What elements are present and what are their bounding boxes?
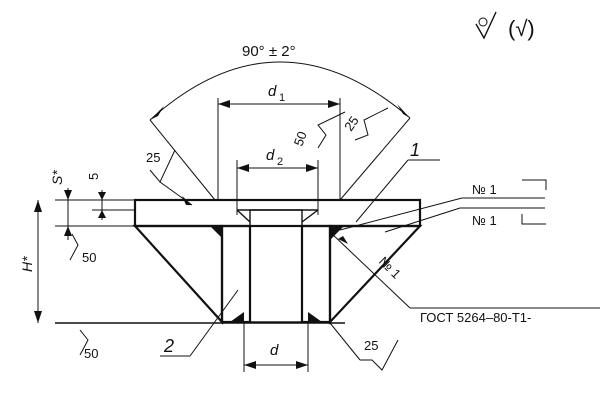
d2-subscript: 2 — [277, 156, 283, 168]
h-label: H* — [19, 256, 35, 272]
s-dimension: S* 5 — [49, 170, 135, 240]
roughness-value-25-top: 25 — [341, 113, 362, 133]
five-label: 5 — [86, 173, 101, 180]
roughness-value-25-bottom: 25 — [364, 338, 378, 353]
part-number-2: 2 — [163, 336, 174, 356]
roughness-value-50-top: 50 — [291, 129, 310, 148]
roughness-top-left: 25 — [146, 149, 193, 206]
roughness-bracket-symbol: (√) — [508, 16, 535, 41]
angle-dimension: 90° ± 2° — [149, 43, 411, 201]
roughness-side-left: 50 — [69, 233, 96, 265]
part-number-1: 1 — [410, 140, 420, 160]
d1-label: d — [268, 83, 277, 100]
d-dimension: d — [243, 323, 309, 372]
d2-label: d — [266, 147, 275, 164]
weld-label-diagonal: № 1 — [376, 254, 404, 282]
d1-dimension: d 1 — [217, 83, 341, 200]
weld-label-upper: № 1 — [472, 182, 497, 197]
weld-callout-lower: № 1 — [384, 207, 546, 233]
d1-subscript: 1 — [279, 92, 285, 104]
d-label: d — [270, 342, 279, 359]
d2-dimension: d 2 — [236, 147, 319, 215]
part-section — [55, 198, 423, 325]
roughness-value-50-bottom: 50 — [84, 346, 98, 361]
part-callout-2: 2 — [160, 289, 239, 357]
roughness-bottom-left: 50 — [79, 329, 98, 361]
roughness-cone-right: 50 25 — [291, 107, 389, 149]
standard-label: ГОСТ 5264–80-Т1- — [420, 310, 531, 325]
angle-label: 90° ± 2° — [242, 43, 296, 60]
h-dimension: H* — [19, 200, 42, 323]
part-callout-1: 1 — [355, 140, 440, 223]
roughness-value-50-side: 50 — [82, 250, 96, 265]
general-roughness-symbol: (√) — [475, 11, 535, 41]
s-label: S* — [49, 170, 65, 185]
weld-label-lower: № 1 — [472, 213, 497, 228]
roughness-bottom-right: 25 — [329, 322, 399, 371]
weld-callout-upper: № 1 — [339, 179, 547, 231]
roughness-value-25-left: 25 — [146, 150, 160, 165]
